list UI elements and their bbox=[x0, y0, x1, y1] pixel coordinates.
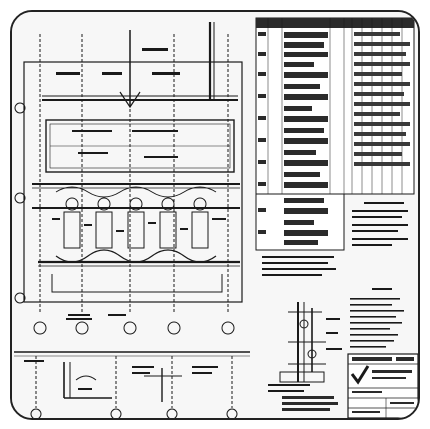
section-labels bbox=[24, 360, 218, 390]
riser-labels bbox=[268, 318, 342, 392]
main-plan-view bbox=[14, 22, 243, 335]
riser-detail bbox=[279, 302, 326, 383]
drawing-canvas bbox=[12, 12, 418, 418]
riser-notes-block bbox=[282, 396, 338, 411]
checkmark-logo-icon bbox=[350, 365, 414, 413]
title-block bbox=[347, 353, 418, 418]
drawing-sheet bbox=[10, 10, 420, 420]
general-notes bbox=[352, 202, 408, 246]
legend bbox=[350, 288, 404, 348]
plan-annotations bbox=[52, 48, 226, 320]
section-view bbox=[14, 351, 250, 418]
schedule-grid-cells bbox=[354, 32, 410, 166]
schedule-footnotes bbox=[262, 256, 336, 276]
schedule-rows bbox=[258, 32, 328, 245]
